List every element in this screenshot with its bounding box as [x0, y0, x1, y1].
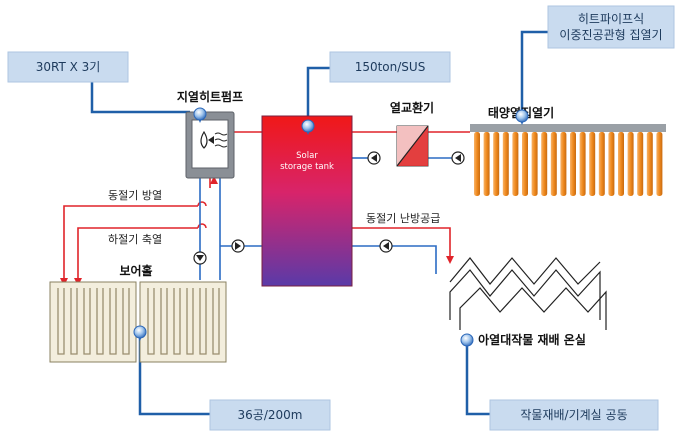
borehole-loop	[57, 288, 65, 355]
borehole-loop	[70, 288, 78, 355]
greenhouse-title: 아열대작물 재배 온실	[478, 332, 586, 347]
collector-tube	[656, 132, 663, 196]
collector-tube	[598, 132, 605, 196]
borehole-loop	[83, 288, 91, 355]
collector-tube	[541, 132, 548, 196]
tank-label-line1: Solar	[296, 151, 318, 161]
arrow-left-icon	[208, 136, 214, 144]
collector-tube	[493, 132, 500, 196]
pump-icon	[367, 151, 381, 165]
tank-label-line2: storage tank	[280, 162, 334, 172]
heat-exchanger-title: 열교환기	[390, 100, 434, 115]
solar-storage-tank: Solar storage tank	[261, 115, 353, 287]
borehole-loop	[212, 288, 220, 355]
label-greenhouse-use: 작물재배/기계실 공동	[489, 399, 659, 431]
borehole-loop	[109, 288, 117, 355]
pump-icon	[451, 151, 465, 165]
collector-tube	[579, 132, 586, 196]
heat-waves-icon	[214, 132, 228, 148]
label-borehole-spec: 36공/200m	[209, 399, 331, 431]
borehole-loop	[96, 288, 104, 355]
borehole-loop	[122, 288, 130, 355]
collector-tube	[618, 132, 624, 196]
pump-icon	[231, 239, 245, 253]
arrow-down-icon	[446, 256, 454, 264]
borehole-loop	[160, 288, 168, 355]
caption-summer-heat-storage: 하절기 축열	[108, 232, 162, 246]
collector-tube	[522, 132, 528, 196]
collector-tube	[637, 132, 644, 196]
heat-exchanger: 열교환기	[390, 100, 434, 167]
borehole-loop	[173, 288, 181, 355]
svg-text:30RT X 3기: 30RT X 3기	[36, 60, 101, 74]
valve-icon	[193, 251, 207, 265]
sensor-pin-icon	[133, 325, 147, 341]
sensor-pin-icon	[193, 107, 207, 123]
collector-tube	[589, 132, 596, 196]
borehole-loop	[199, 288, 207, 355]
borehole-title: 보어홀	[119, 263, 152, 278]
svg-text:36공/200m: 36공/200m	[238, 408, 303, 422]
caption-winter-heating-supply: 동절기 난방공급	[366, 212, 440, 225]
collector-tube	[474, 132, 480, 196]
collector-tube	[560, 132, 567, 196]
heat-pump-title: 지열히트펌프	[177, 89, 243, 104]
borehole-loops	[57, 288, 220, 355]
collector-tube	[483, 132, 490, 196]
sensor-pin-icon	[515, 109, 529, 125]
collector-tubes	[474, 132, 663, 196]
pumps	[193, 151, 465, 265]
sensor-pin-icon	[460, 333, 474, 349]
greenhouse: 아열대작물 재배 온실	[449, 257, 607, 347]
svg-text:작물재배/기계실 공동: 작물재배/기계실 공동	[520, 408, 627, 422]
collector-tube	[646, 132, 653, 196]
borehole-field: 보어홀	[49, 263, 227, 363]
sensor-pins	[133, 107, 529, 349]
collector-tube	[502, 132, 509, 196]
sensor-pin-icon	[301, 119, 315, 135]
pump-icon	[379, 239, 393, 253]
caption-winter-heat-release: 동절기 방열	[108, 189, 162, 202]
label-heat-pump-capacity: 30RT X 3기	[7, 51, 129, 83]
arrow-up-icon	[210, 176, 218, 184]
flow-arrows	[60, 128, 454, 286]
solar-collector: 태양열집열기	[470, 105, 666, 196]
collector-tube	[550, 132, 557, 196]
heat-pump: 지열히트펌프	[177, 89, 243, 179]
label-tank-capacity: 150ton/SUS	[329, 51, 451, 83]
svg-text:이중진공관형 집열기: 이중진공관형 집열기	[559, 28, 662, 42]
collector-tube	[608, 132, 615, 196]
borehole-loop	[147, 288, 155, 355]
svg-text:150ton/SUS: 150ton/SUS	[355, 60, 426, 74]
collector-tube	[531, 132, 538, 196]
droplet-icon	[200, 130, 208, 149]
svg-text:히트파이프식: 히트파이프식	[578, 12, 644, 26]
collector-tube	[570, 132, 576, 196]
borehole-loop	[186, 288, 194, 355]
collector-tube	[512, 132, 519, 196]
collector-tube	[627, 132, 634, 196]
label-collector-type: 히트파이프식 이중진공관형 집열기	[547, 5, 675, 49]
